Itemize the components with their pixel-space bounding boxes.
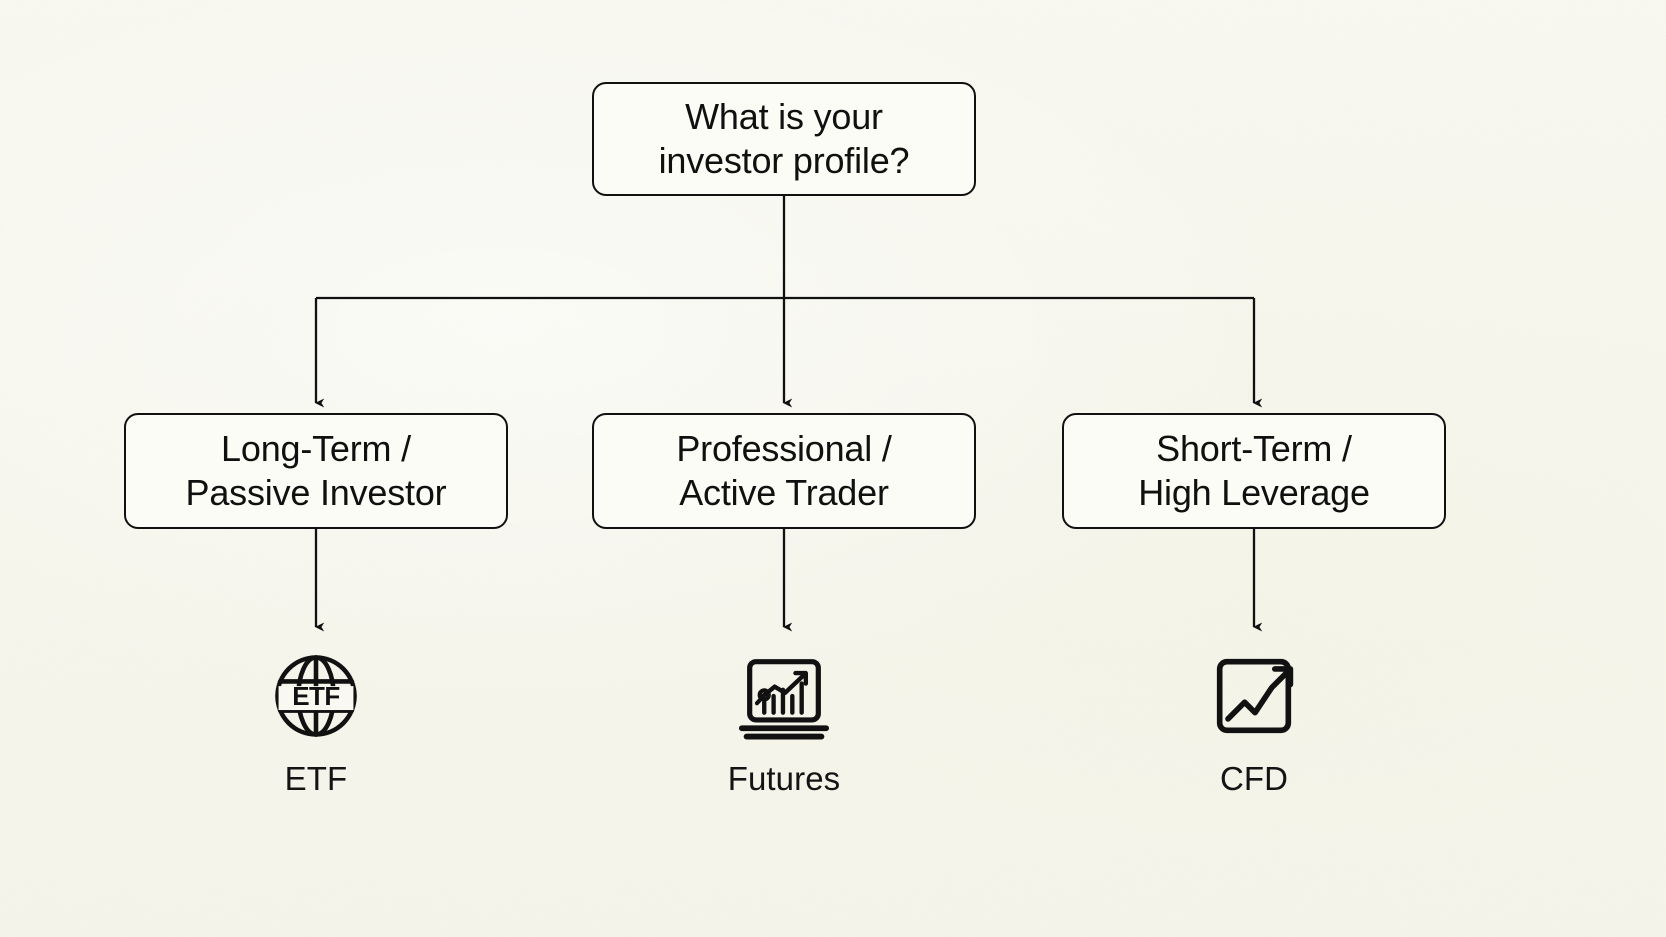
outcome-cfd[interactable]: CFD [1134,644,1374,798]
outcome-futures[interactable]: Futures [664,644,904,798]
node-short-term-label: Short-Term / High Leverage [1138,428,1370,513]
outcome-etf[interactable]: ETF ETF [196,644,436,798]
outcome-etf-label: ETF [284,760,348,797]
node-long-term-passive-investor[interactable]: Long-Term / Passive Investor [124,413,508,529]
node-professional-active-trader[interactable]: Professional / Active Trader [592,413,976,529]
node-long-term-label: Long-Term / Passive Investor [185,428,447,513]
node-professional-label: Professional / Active Trader [676,428,892,513]
node-short-term-high-leverage[interactable]: Short-Term / High Leverage [1062,413,1446,529]
outcome-cfd-label: CFD [1219,760,1289,797]
svg-text:ETF: ETF [292,681,340,711]
laptop-bar-chart-icon [738,659,830,740]
chart-trend-up-icon [1216,658,1294,734]
globe-etf-icon: ETF [275,655,357,737]
outcome-futures-label: Futures [727,760,841,797]
node-root-label: What is your investor profile? [658,96,910,181]
node-root-question[interactable]: What is your investor profile? [592,82,976,196]
